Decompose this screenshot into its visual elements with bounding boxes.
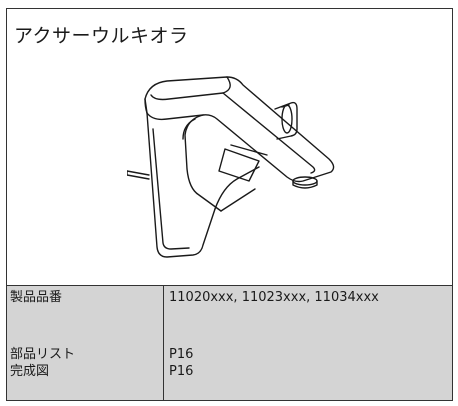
product-card: アクサーウルキオラ [6, 8, 453, 401]
product-info-table: 製品品番 11020xxx, 11023xxx, 11034xxx 部品リスト … [7, 286, 452, 400]
table-label-parts-list: 部品リスト [10, 347, 76, 362]
faucet-illustration [127, 76, 335, 258]
product-image-panel: アクサーウルキオラ [7, 9, 452, 286]
table-value-product-number: 11020xxx, 11023xxx, 11034xxx [169, 290, 379, 305]
table-value-assembly-drawing[interactable]: P16 [169, 364, 194, 379]
table-value-parts-list[interactable]: P16 [169, 347, 194, 362]
table-column-divider [163, 286, 164, 400]
table-label-assembly-drawing: 完成図 [10, 364, 50, 379]
table-label-product-number: 製品品番 [10, 290, 63, 305]
product-title: アクサーウルキオラ [14, 25, 189, 47]
